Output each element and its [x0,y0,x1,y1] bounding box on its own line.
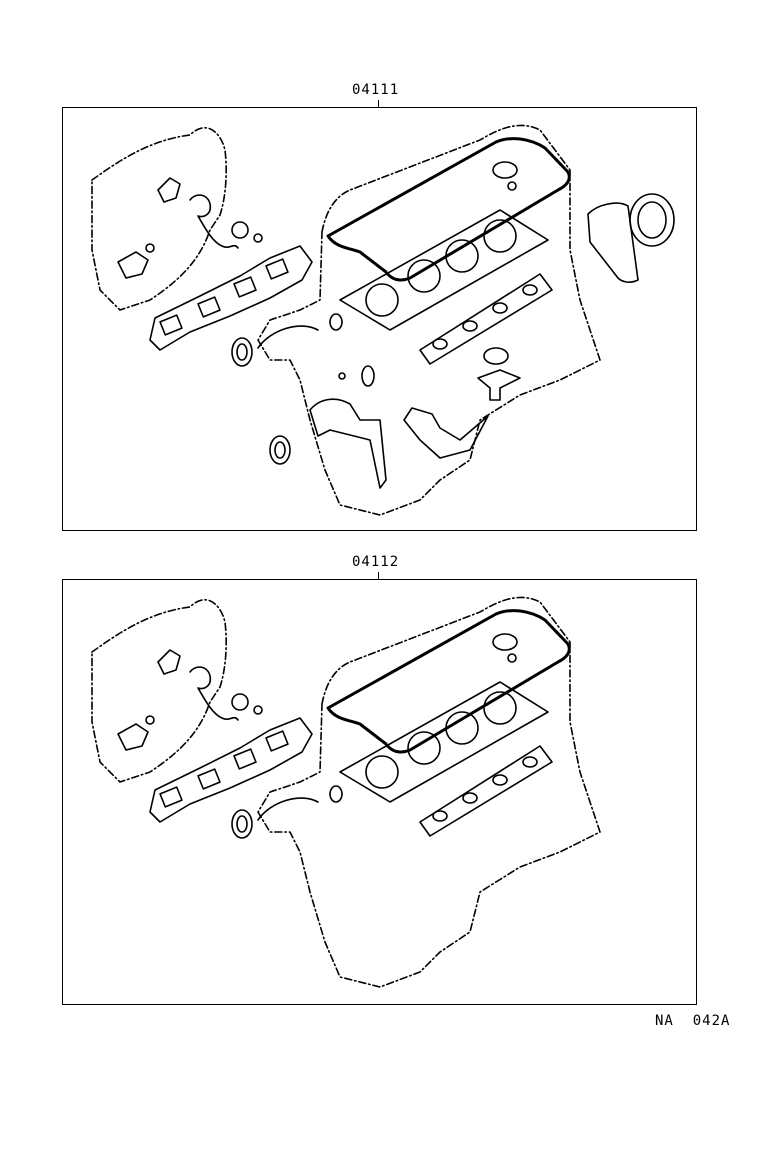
kit-frame-bottom [62,579,697,1005]
illustration-code: NA 042A [655,1013,731,1029]
kit-frame-top [62,107,697,531]
leader-line-bottom [378,572,379,580]
leader-line-top [378,100,379,108]
gasket-kit-04111-drawing [90,123,675,517]
kit-part-number-top: 04111 [352,82,400,98]
kit-part-number-bottom: 04112 [352,554,400,570]
gasket-kit-04112-drawing [90,595,602,989]
